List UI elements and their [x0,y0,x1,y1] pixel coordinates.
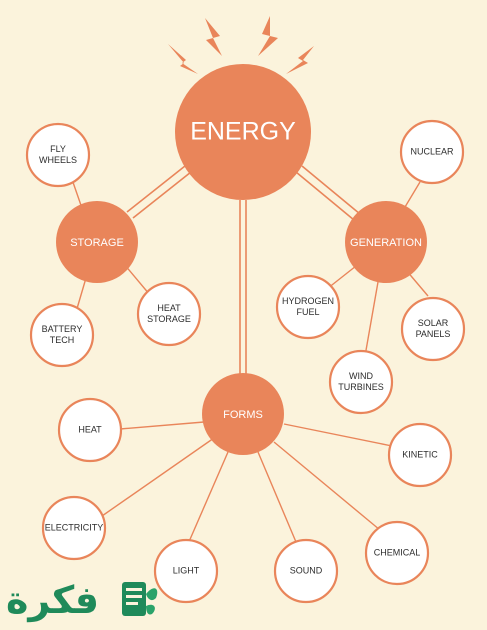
forms-node: FORMS [202,373,284,455]
fly-wheels-label-line: FLY [50,144,66,154]
storage-label: STORAGE [70,237,124,249]
lightning-icon-group [168,16,314,74]
nuclear-node: NUCLEAR [399,119,465,185]
lightning-icon-center-left [205,18,222,56]
lightning-icon-left [168,44,198,74]
leaf-nodes: FLYWHEELSBATTERYTECHHEATSTORAGENUCLEARHY… [25,119,466,604]
sound-node: SOUND [273,538,339,604]
solar-panels-label-line: PANELS [416,329,451,339]
chemical-node: CHEMICAL [364,520,430,586]
solar-panels-label-line: SOLAR [418,318,449,328]
leaf-connectors [65,161,429,545]
energy-node: ENERGY [175,64,311,200]
hydrogen-fuel-label-line: FUEL [296,307,319,317]
book-leaf-icon [122,582,158,616]
kinetic-label-line: KINETIC [402,449,438,459]
heat-storage-label-line: STORAGE [147,314,191,324]
wind-turbines-label-line: TURBINES [338,382,384,392]
heat-storage-label-line: HEAT [157,303,181,313]
nuclear-label-line: NUCLEAR [410,146,454,156]
battery-tech-label-line: TECH [50,335,75,345]
forms-label: FORMS [223,409,263,421]
electricity-node: ELECTRICITY [41,495,107,561]
wind-turbines-label-line: WIND [349,371,373,381]
lightning-icon-center-right [258,16,278,56]
lightning-icon-right [286,46,314,74]
heat-node: HEAT [57,397,123,463]
logo-text: فكرة [6,578,100,622]
sound-label-line: SOUND [290,565,323,575]
generation-node: GENERATION [345,201,427,283]
kinetic-node: KINETIC [387,422,453,488]
logo: فكرة [2,574,162,626]
storage-node: STORAGE [56,201,138,283]
fly-wheels-label-line: WHEELS [39,155,77,165]
chemical-label-line: CHEMICAL [374,547,421,557]
energy-label: ENERGY [190,118,296,146]
electricity-label-line: ELECTRICITY [45,522,104,532]
connectors [126,165,361,378]
heat-label-line: HEAT [78,424,102,434]
hydrogen-fuel-label-line: HYDROGEN [282,296,334,306]
light-label-line: LIGHT [173,565,200,575]
battery-tech-label-line: BATTERY [42,324,83,334]
generation-label: GENERATION [350,237,422,249]
light-node: LIGHT [153,538,219,604]
